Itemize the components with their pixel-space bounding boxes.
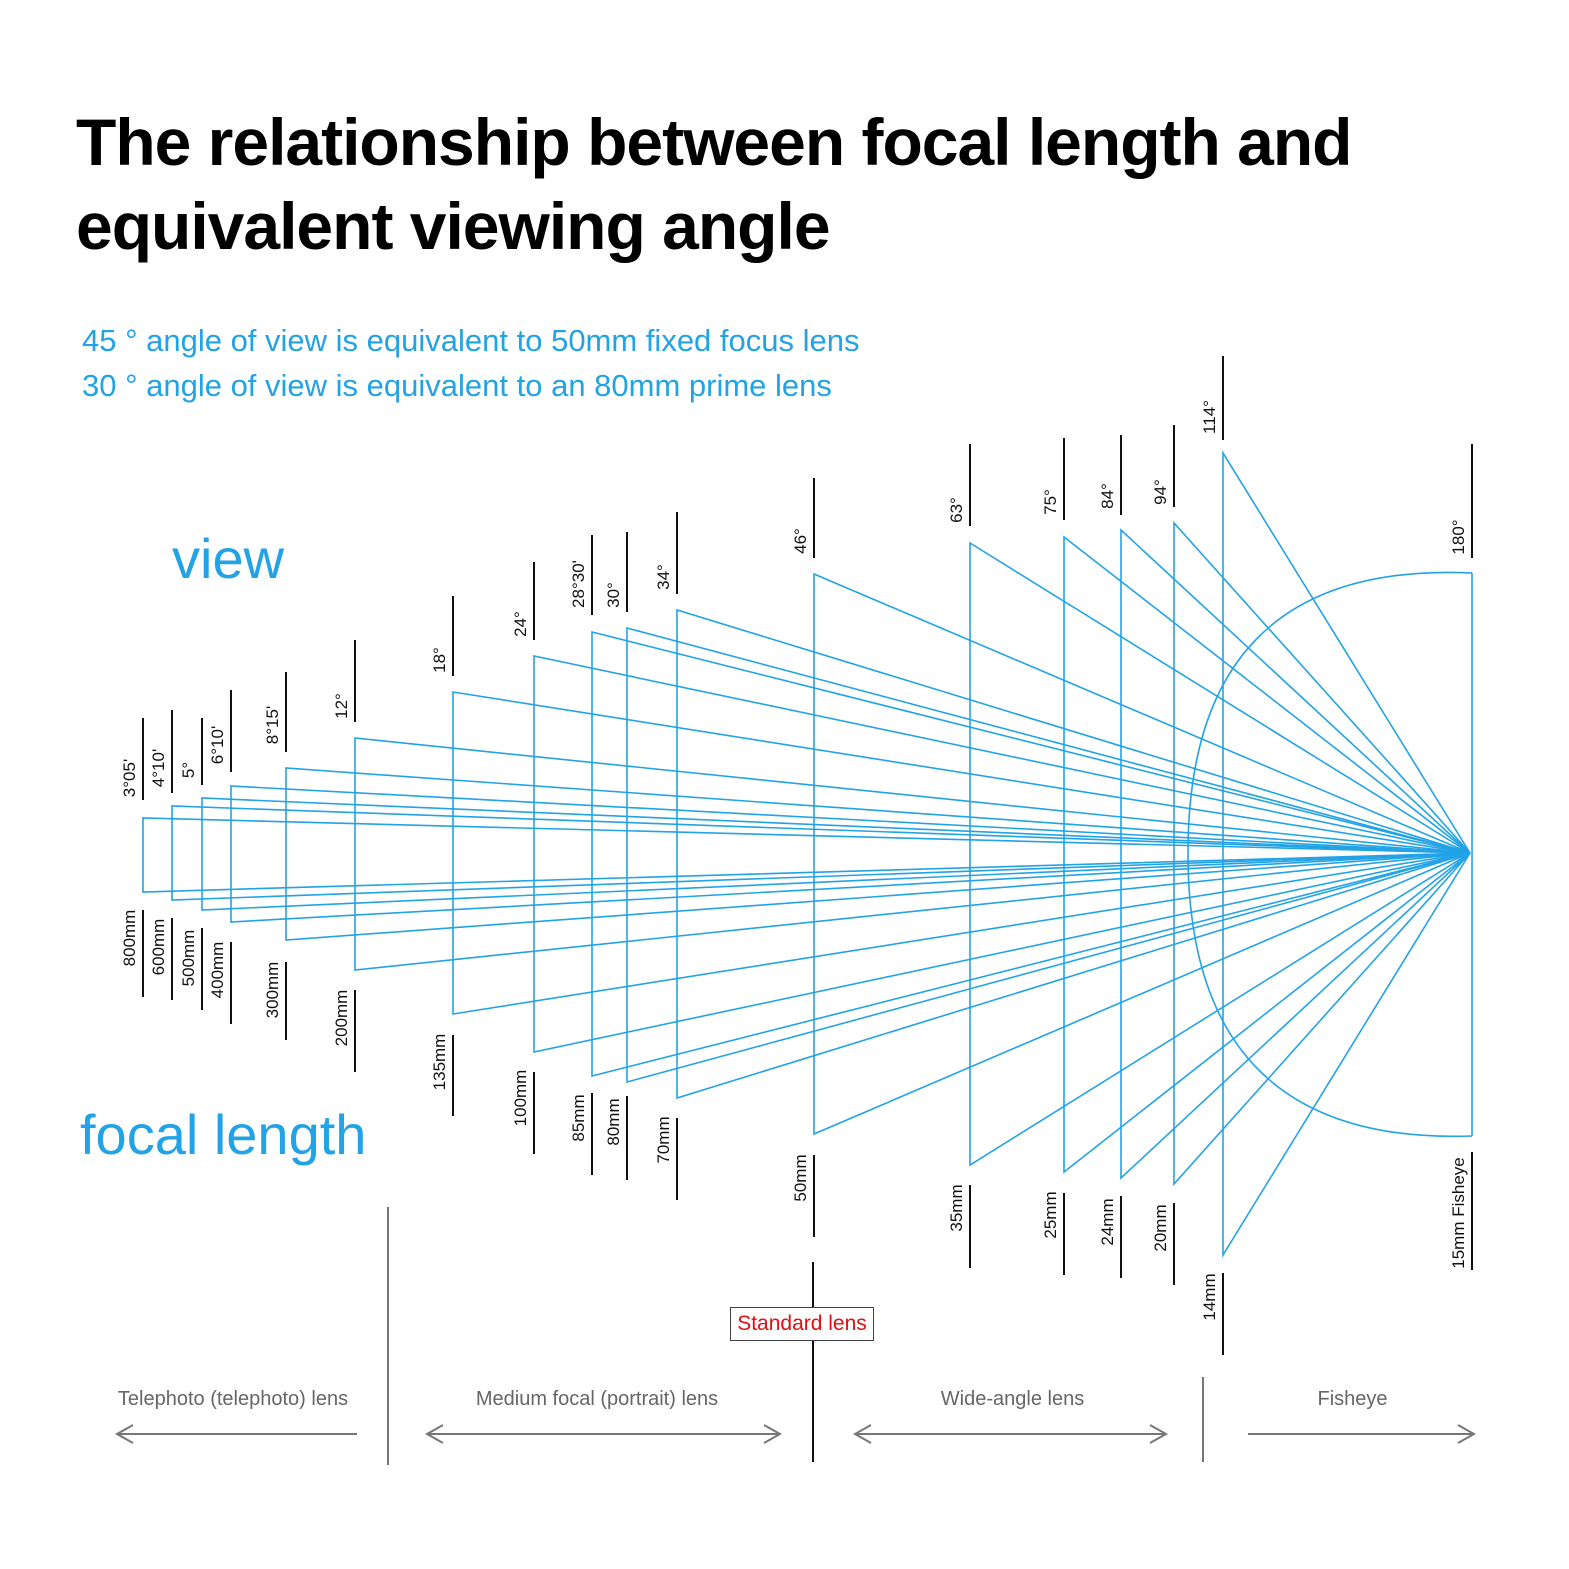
angle-label: 63° xyxy=(947,497,966,523)
focal-label: 85mm xyxy=(569,1094,588,1141)
lens-ray xyxy=(533,655,1471,1053)
angle-label: 4°10' xyxy=(149,749,168,787)
lens-ray xyxy=(1173,520,1471,1187)
lens-ray xyxy=(676,608,1471,1100)
view-label: view xyxy=(172,527,285,590)
angle-label: 94° xyxy=(1151,479,1170,505)
title-line-2: equivalent viewing angle xyxy=(76,189,831,263)
category-telephoto: Telephoto (telephoto) lens xyxy=(117,1388,349,1410)
angle-label: 34° xyxy=(654,564,673,590)
angle-label: 5° xyxy=(179,762,198,778)
lens-ray xyxy=(230,785,1471,923)
category-arrows xyxy=(114,1424,1477,1444)
lens-ray xyxy=(452,691,1471,1015)
lens-ray xyxy=(1120,528,1471,1180)
angle-label: 28°30' xyxy=(569,560,588,608)
focal-labels: 800mm 600mm 500mm 400mm 300mm 200mm 135mm 100mm… xyxy=(120,910,1468,1321)
lens-tick-marks xyxy=(142,356,1473,1355)
focal-label: 24mm xyxy=(1098,1198,1117,1245)
angle-label: 24° xyxy=(511,611,530,637)
angle-label: 6°10' xyxy=(208,726,227,764)
angle-label: 30° xyxy=(604,582,623,608)
focal-label: 25mm xyxy=(1041,1191,1060,1238)
angle-label: 75° xyxy=(1041,489,1060,515)
angle-label: 12° xyxy=(332,693,351,719)
lens-ray xyxy=(142,817,1471,893)
lens-ray xyxy=(969,541,1471,1167)
focal-label: 20mm xyxy=(1151,1204,1170,1251)
note-50mm-equivalence: 45 ° angle of view is equivalent to 50mm… xyxy=(82,323,860,358)
angle-label: 180° xyxy=(1449,519,1468,554)
lens-ray xyxy=(201,797,1471,911)
focal-label: 500mm xyxy=(179,930,198,987)
focal-label: 70mm xyxy=(654,1116,673,1163)
angle-label: 3°05' xyxy=(120,759,139,797)
focal-label: 135mm xyxy=(430,1034,449,1091)
category-fisheye: Fisheye xyxy=(1317,1388,1388,1410)
category-medium: Medium focal (portrait) lens xyxy=(475,1388,719,1410)
arrow-medium xyxy=(424,1424,783,1444)
arrow-fisheye xyxy=(1248,1424,1477,1444)
angle-label: 114° xyxy=(1200,400,1219,434)
focal-label: 100mm xyxy=(511,1070,530,1127)
arrow-telephoto xyxy=(114,1424,357,1444)
ray-lines xyxy=(142,450,1473,1258)
note-80mm-equivalence: 30 ° angle of view is equivalent to an 8… xyxy=(82,368,832,403)
angle-label: 8°15' xyxy=(263,706,282,744)
lens-ray xyxy=(354,737,1471,971)
lens-ray xyxy=(1063,535,1471,1174)
fisheye-arc xyxy=(1187,571,1473,1138)
angle-label: 84° xyxy=(1098,483,1117,509)
focal-label: 300mm xyxy=(263,962,282,1019)
focal-label: 35mm xyxy=(947,1184,966,1231)
focal-label: 50mm xyxy=(791,1154,810,1201)
focal-label: 15mm Fisheye xyxy=(1449,1157,1468,1268)
focal-label: 600mm xyxy=(149,919,168,976)
angle-labels: 3°05' 4°10' 5° 6°10' 8°15' 12° 18° 24° 28°30' 30°… xyxy=(120,400,1468,797)
category-dividers xyxy=(387,1207,1204,1465)
arrow-wide xyxy=(852,1424,1169,1444)
focal-label: 14mm xyxy=(1200,1273,1219,1320)
lens-ray xyxy=(1222,450,1471,1258)
standard-lens-badge: Standard lens xyxy=(730,1307,874,1341)
angle-label: 18° xyxy=(430,647,449,673)
lens-ray xyxy=(626,626,1471,1084)
focal-label: 400mm xyxy=(208,942,227,999)
focal-length-label: focal length xyxy=(80,1103,367,1166)
lens-ray xyxy=(591,630,1471,1078)
lens-ray xyxy=(285,767,1471,941)
focal-label: 800mm xyxy=(120,910,139,967)
focal-label: 200mm xyxy=(332,990,351,1047)
title-line-1: The relationship between focal length an… xyxy=(76,105,1353,179)
category-wide-angle: Wide-angle lens xyxy=(940,1388,1085,1410)
page-title: The relationship between focal length an… xyxy=(76,100,1516,268)
angle-label: 46° xyxy=(791,528,810,554)
lens-ray xyxy=(813,572,1471,1136)
lens-ray xyxy=(171,805,1471,901)
focal-label: 80mm xyxy=(604,1098,623,1145)
